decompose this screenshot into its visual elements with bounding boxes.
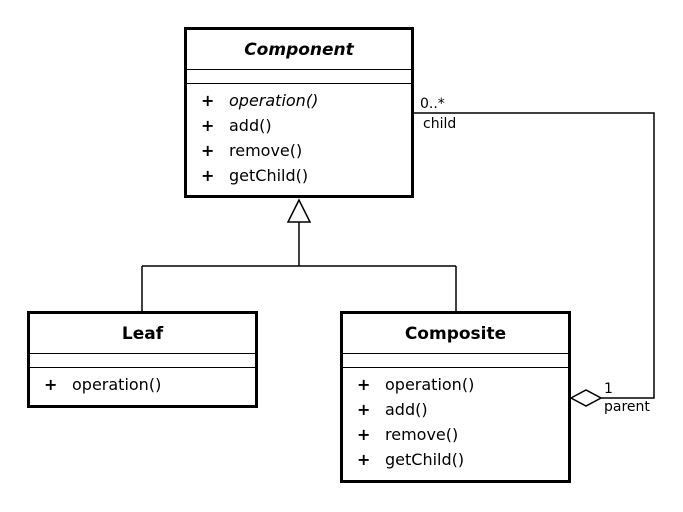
visibility-marker: + bbox=[201, 166, 215, 185]
visibility-marker: + bbox=[357, 425, 371, 444]
visibility-marker: + bbox=[201, 116, 215, 135]
operation-item: + remove() bbox=[357, 422, 568, 447]
operations-compartment: + operation() bbox=[30, 368, 255, 397]
operation-item: + add() bbox=[357, 397, 568, 422]
parent-role-label: parent bbox=[604, 399, 650, 415]
child-role-label: child bbox=[423, 116, 457, 132]
visibility-marker: + bbox=[201, 141, 215, 160]
class-name: Composite bbox=[343, 314, 568, 354]
operation-name: add() bbox=[229, 116, 272, 135]
class-leaf[interactable]: Leaf + operation() bbox=[27, 311, 258, 408]
attributes-compartment bbox=[30, 354, 255, 368]
operation-item: + operation() bbox=[201, 88, 411, 113]
visibility-marker: + bbox=[44, 375, 58, 394]
visibility-marker: + bbox=[201, 91, 215, 110]
operation-name: remove() bbox=[229, 141, 303, 160]
operation-name: operation() bbox=[72, 375, 162, 394]
class-name: Leaf bbox=[30, 314, 255, 354]
child-multiplicity-label: 0..* bbox=[420, 96, 445, 112]
operation-item: + add() bbox=[201, 113, 411, 138]
attributes-compartment bbox=[187, 70, 411, 84]
operation-item: + operation() bbox=[357, 372, 568, 397]
visibility-marker: + bbox=[357, 450, 371, 469]
operation-name: getChild() bbox=[229, 166, 309, 185]
operations-compartment: + operation() + add() + remove() + getCh… bbox=[343, 368, 568, 472]
operations-compartment: + operation() + add() + remove() + getCh… bbox=[187, 84, 411, 188]
visibility-marker: + bbox=[357, 375, 371, 394]
operation-name: getChild() bbox=[385, 450, 465, 469]
operation-item: + getChild() bbox=[201, 163, 411, 188]
class-component[interactable]: Component + operation() + add() + remove… bbox=[184, 27, 414, 198]
operation-item: + getChild() bbox=[357, 447, 568, 472]
operation-name: operation() bbox=[385, 375, 475, 394]
visibility-marker: + bbox=[357, 400, 371, 419]
operation-name: add() bbox=[385, 400, 428, 419]
aggregation-diamond-icon bbox=[569, 389, 603, 407]
class-composite[interactable]: Composite + operation() + add() + remove… bbox=[340, 311, 571, 483]
parent-multiplicity-label: 1 bbox=[604, 381, 613, 397]
aggregation-line bbox=[413, 112, 655, 399]
operation-name: remove() bbox=[385, 425, 459, 444]
operation-item: + remove() bbox=[201, 138, 411, 163]
inheritance-triangle-icon bbox=[286, 198, 312, 223]
class-name: Component bbox=[187, 30, 411, 70]
operation-name: operation() bbox=[229, 91, 319, 110]
attributes-compartment bbox=[343, 354, 568, 368]
operation-item: + operation() bbox=[44, 372, 255, 397]
